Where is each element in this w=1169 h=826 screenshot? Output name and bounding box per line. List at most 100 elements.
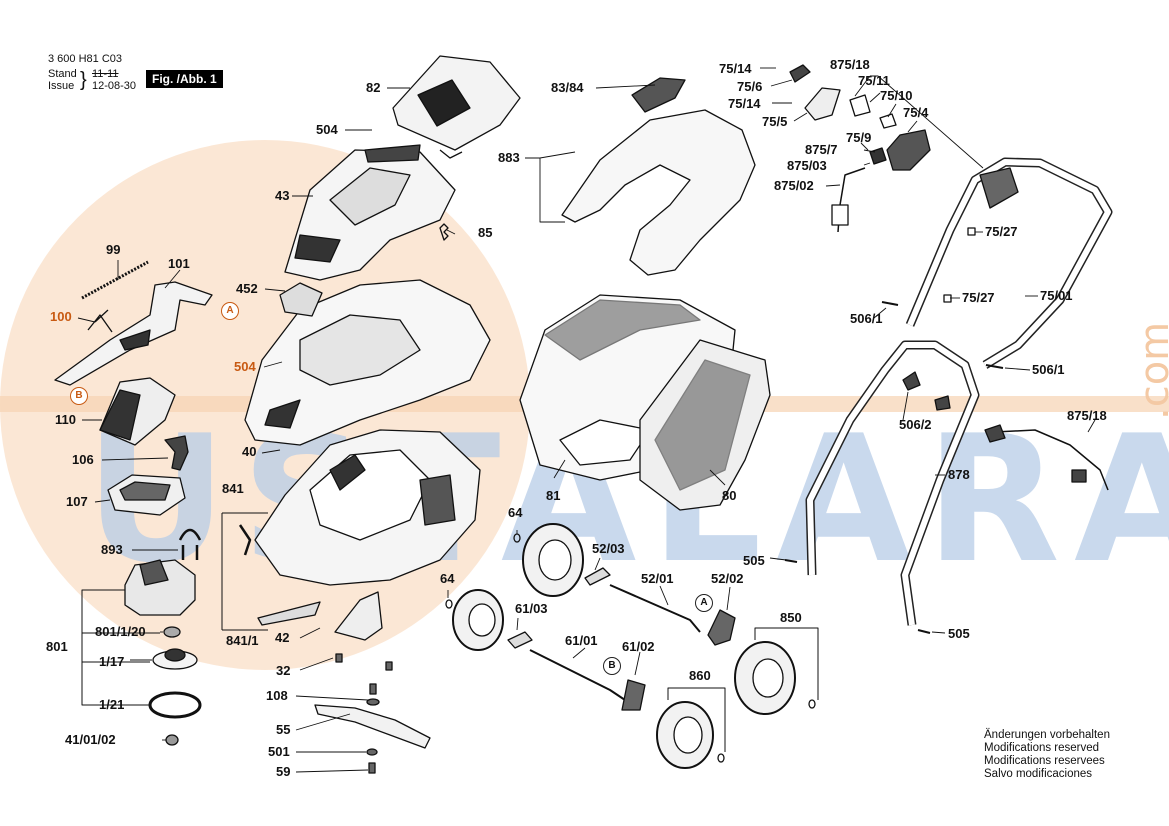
part-40-deck — [244, 279, 491, 446]
stand-label: Stand — [48, 68, 77, 80]
label-82: 82 — [366, 80, 381, 95]
plug-875-18 — [984, 424, 1006, 443]
issue-label: Issue — [48, 80, 75, 92]
label-506-1-right: 506/1 — [1032, 362, 1065, 377]
note-en: Modifications reserved — [984, 742, 1100, 754]
part-1-21-belt — [148, 691, 202, 719]
bracket-860 — [667, 687, 726, 752]
label-75-10: 75/10 — [880, 88, 913, 103]
label-106: 106 — [72, 452, 94, 467]
part-75-4 — [886, 129, 931, 171]
label-110: 110 — [55, 412, 76, 427]
note-de: Änderungen vorbehalten — [984, 729, 1110, 741]
part-75-27b — [943, 294, 952, 303]
part-101-lever — [54, 281, 213, 386]
washer-860 — [717, 753, 725, 763]
label-101: 101 — [168, 256, 190, 271]
part-42-flap — [334, 591, 383, 641]
label-100: 100 — [50, 309, 72, 324]
label-64-upper: 64 — [508, 505, 523, 520]
label-801-1-20: 801/1/20 — [95, 624, 146, 639]
label-41-01-02: 41/01/02 — [65, 732, 116, 747]
screw-506-1a — [881, 301, 899, 306]
label-107: 107 — [66, 494, 88, 509]
part-82-cover — [392, 55, 521, 159]
axle-61-01 — [529, 649, 626, 701]
plug-875-02 — [831, 204, 849, 226]
part-41-01-02 — [165, 734, 179, 746]
label-75-11: 75/11 — [858, 73, 890, 88]
part-75-11 — [849, 94, 871, 117]
label-75-14-top: 75/14 — [719, 61, 752, 76]
connector-875-18 — [1071, 469, 1087, 483]
part-61-03 — [507, 631, 533, 649]
label-64-lower: 64 — [440, 571, 455, 586]
screw-505b — [917, 629, 931, 634]
label-108: 108 — [266, 688, 288, 703]
label-75-01: 75/01 — [1040, 288, 1073, 303]
label-55: 55 — [276, 722, 291, 737]
part-99-spring — [81, 260, 149, 300]
label-61-03: 61/03 — [515, 601, 548, 616]
marker-b-axle: B — [603, 657, 621, 675]
label-52-03: 52/03 — [592, 541, 625, 556]
label-504-mid: 504 — [234, 359, 256, 374]
label-883: 883 — [498, 150, 520, 165]
part-506-2a — [902, 371, 921, 391]
part-75-6 — [789, 64, 811, 83]
issue-value: 12-08-30 — [92, 80, 137, 92]
label-841-1: 841/1 — [226, 633, 259, 648]
label-801: 801 — [46, 639, 68, 654]
wheel-860 — [656, 701, 714, 769]
label-52-01: 52/01 — [641, 571, 674, 586]
part-55-blade — [314, 704, 431, 749]
label-81: 81 — [546, 488, 561, 503]
label-75-4: 75/4 — [903, 105, 929, 120]
screw-506-1b — [985, 364, 1004, 369]
label-43: 43 — [275, 188, 290, 203]
label-452: 452 — [236, 281, 258, 296]
marker-a-lever: A — [221, 302, 239, 320]
label-875-03: 875/03 — [787, 158, 827, 173]
part-43-housing — [284, 144, 456, 281]
label-1-17: 1/17 — [99, 654, 125, 669]
label-506-1-left: 506/1 — [850, 311, 883, 326]
label-85: 85 — [478, 225, 493, 240]
marker-a-axle: A — [695, 594, 713, 612]
label-841: 841 — [222, 481, 244, 496]
part-52-02 — [707, 609, 736, 646]
cable-875-18 — [994, 429, 1109, 491]
label-1-21: 1/21 — [99, 697, 125, 712]
label-42: 42 — [275, 630, 290, 645]
label-75-6: 75/6 — [737, 79, 763, 94]
handle-75-01 — [905, 157, 1113, 369]
screws-blade-area — [335, 653, 393, 774]
label-99: 99 — [106, 242, 121, 257]
part-893 — [178, 528, 202, 560]
label-875-7: 875/7 — [805, 142, 838, 157]
note-es: Salvo modificaciones — [984, 768, 1093, 780]
label-860: 860 — [689, 668, 711, 683]
bracket-801 — [81, 589, 160, 706]
label-878: 878 — [948, 467, 970, 482]
washer-850 — [808, 699, 816, 709]
part-801-motor — [124, 559, 196, 616]
part-506-2b — [934, 395, 951, 411]
stand-value: 11-11 — [92, 68, 119, 80]
part-64a — [513, 533, 521, 543]
part-452 — [279, 282, 323, 317]
label-32: 32 — [276, 663, 291, 678]
part-61-02 — [621, 679, 646, 711]
label-75-14-mid: 75/14 — [728, 96, 761, 111]
part-106 — [164, 435, 189, 471]
modifications-note: Änderungen vorbehalten Modifications res… — [984, 729, 1110, 781]
part-107 — [107, 474, 186, 516]
part-110 — [99, 377, 176, 446]
label-875-18-switch: 875/18 — [830, 57, 870, 72]
label-893: 893 — [101, 542, 123, 557]
label-61-01: 61/01 — [565, 633, 598, 648]
bracket-841 — [221, 512, 268, 631]
part-75-27a — [967, 227, 976, 236]
part-841-1-comb — [257, 601, 321, 626]
